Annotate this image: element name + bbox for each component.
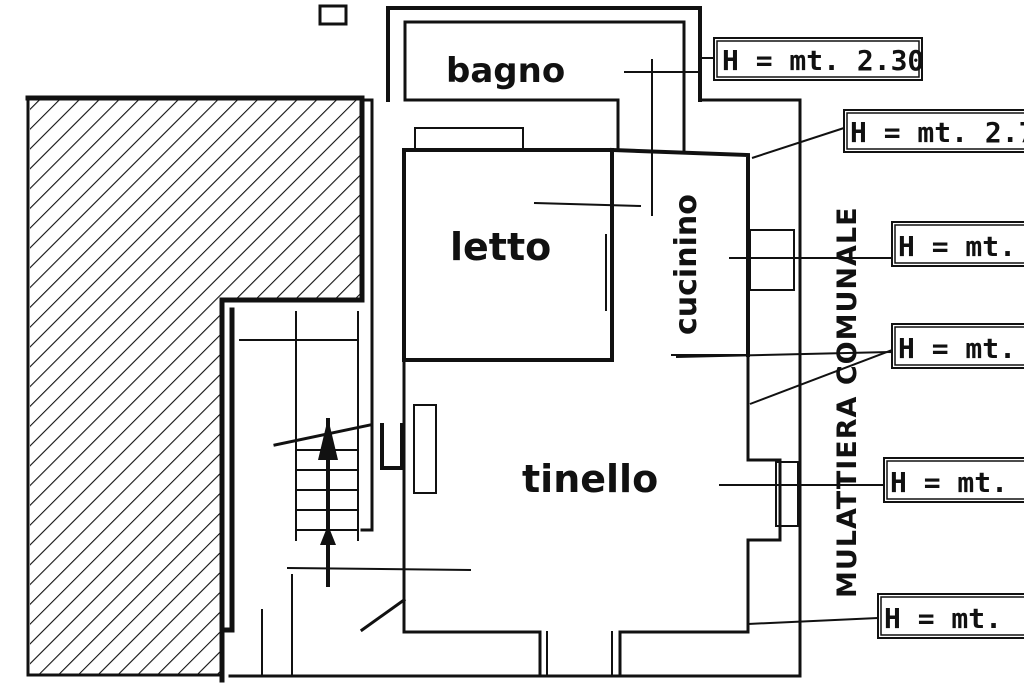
staircase xyxy=(219,307,472,676)
hatched-adjacent-building xyxy=(25,95,365,683)
height-label-2: H = mt. 2.7 xyxy=(850,116,1024,149)
height-label-5: H = mt. : xyxy=(890,466,1024,499)
room-label-cucinino: cucinino xyxy=(669,194,704,335)
room-label-letto: letto xyxy=(450,225,551,269)
street-label: MULATTIERA COMUNALE xyxy=(832,206,863,598)
height-label-6: H = mt. : xyxy=(884,602,1024,635)
height-annotations: H = mt. 2.30 H = mt. 2.7 H = mt. H = mt.… xyxy=(675,37,1024,639)
room-label-tinello: tinello xyxy=(522,457,658,501)
apartment-walls xyxy=(228,6,802,678)
small-square-marker xyxy=(318,4,348,26)
height-label-1: H = mt. 2.30 xyxy=(722,44,924,77)
height-label-4: H = mt. xyxy=(898,332,1016,365)
height-label-3: H = mt. xyxy=(898,230,1016,263)
room-label-bagno: bagno xyxy=(446,51,565,91)
